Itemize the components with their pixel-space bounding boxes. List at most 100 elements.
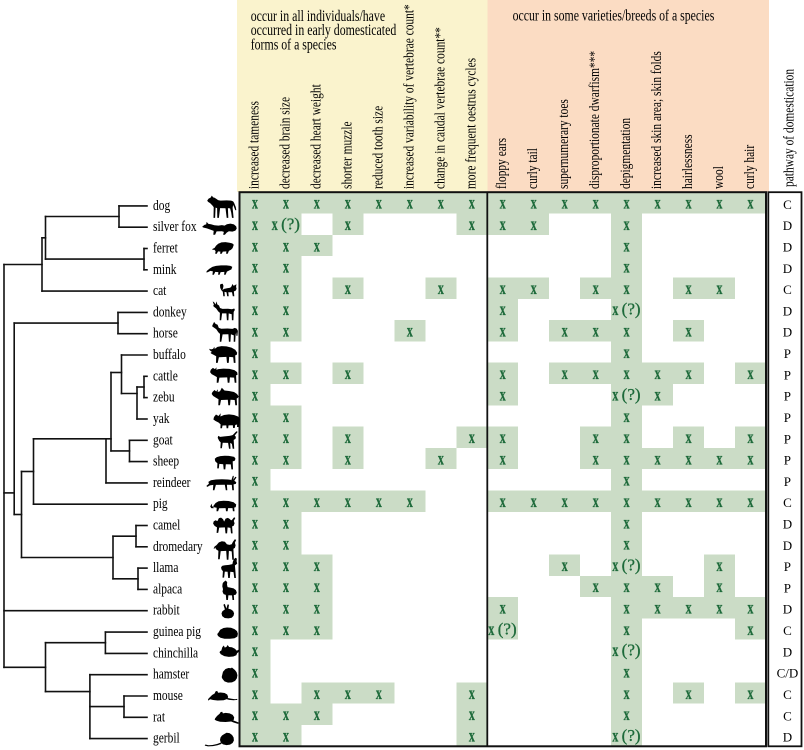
svg-text:x: x	[283, 236, 289, 256]
svg-text:hamster: hamster	[153, 665, 190, 682]
svg-text:D: D	[783, 261, 792, 276]
svg-text:D: D	[783, 218, 792, 233]
svg-text:x: x	[252, 257, 258, 277]
svg-text:x: x	[376, 193, 382, 213]
svg-text:D: D	[783, 517, 792, 532]
svg-text:curly tail: curly tail	[524, 148, 541, 189]
svg-text:x: x	[252, 321, 258, 341]
svg-text:x: x	[283, 534, 289, 554]
svg-text:x: x	[252, 236, 258, 256]
svg-text:x: x	[283, 620, 289, 640]
svg-text:C: C	[783, 282, 792, 297]
svg-text:D: D	[783, 303, 792, 318]
svg-text:x: x	[593, 492, 599, 512]
svg-text:x: x	[655, 577, 661, 597]
svg-text:goat: goat	[153, 431, 173, 448]
svg-text:cattle: cattle	[153, 367, 178, 384]
svg-text:x: x	[624, 492, 630, 512]
svg-text:x: x	[500, 428, 506, 448]
svg-text:wool: wool	[710, 166, 727, 189]
svg-text:x: x	[283, 726, 289, 746]
svg-text:gerbil: gerbil	[153, 729, 180, 746]
svg-text:x: x	[655, 364, 661, 384]
svg-text:x: x	[438, 193, 444, 213]
svg-text:x: x	[593, 449, 599, 469]
svg-text:x: x	[345, 449, 351, 469]
svg-text:x: x	[593, 577, 599, 597]
svg-text:x: x	[345, 364, 351, 384]
svg-text:P: P	[784, 559, 791, 574]
svg-text:x: x	[593, 193, 599, 213]
svg-text:x: x	[345, 193, 351, 213]
svg-text:occurred in early domesticated: occurred in early domesticated	[251, 22, 397, 39]
svg-text:x: x	[500, 279, 506, 299]
svg-text:x: x	[252, 364, 258, 384]
svg-text:x: x	[345, 279, 351, 299]
svg-text:x: x	[717, 598, 723, 618]
svg-text:reduced tooth size: reduced tooth size	[369, 106, 386, 189]
svg-text:P: P	[784, 474, 791, 489]
svg-text:x: x	[252, 193, 258, 213]
svg-text:x: x	[500, 215, 506, 235]
svg-text:llama: llama	[153, 559, 178, 576]
svg-text:occur in all individuals/have: occur in all individuals/have	[251, 8, 385, 25]
svg-text:mink: mink	[153, 260, 177, 277]
svg-text:x: x	[252, 470, 258, 490]
svg-text:x: x	[469, 683, 475, 703]
svg-text:x: x	[283, 577, 289, 597]
svg-text:x: x	[314, 492, 320, 512]
svg-text:hairlessness: hairlessness	[679, 134, 696, 189]
svg-text:x: x	[624, 705, 630, 725]
svg-text:x: x	[345, 215, 351, 235]
svg-text:x: x	[252, 726, 258, 746]
svg-text:forms of a species: forms of a species	[251, 36, 337, 53]
svg-text:x: x	[283, 556, 289, 576]
svg-text:ferret: ferret	[153, 239, 178, 256]
svg-text:x: x	[686, 449, 692, 469]
svg-text:P: P	[784, 389, 791, 404]
svg-text:x: x	[283, 449, 289, 469]
svg-text:rat: rat	[153, 708, 165, 725]
svg-text:cat: cat	[153, 282, 167, 299]
svg-text:reindeer: reindeer	[153, 473, 191, 490]
svg-text:x: x	[314, 556, 320, 576]
svg-text:x: x	[283, 492, 289, 512]
svg-text:x: x	[345, 492, 351, 512]
svg-text:x: x	[283, 598, 289, 618]
svg-text:x: x	[686, 598, 692, 618]
svg-text:D: D	[783, 602, 792, 617]
svg-text:C: C	[783, 495, 792, 510]
svg-text:buffalo: buffalo	[153, 346, 186, 363]
svg-text:x: x	[314, 577, 320, 597]
svg-text:x: x	[562, 193, 568, 213]
svg-text:x: x	[283, 705, 289, 725]
svg-text:x: x	[252, 342, 258, 362]
svg-text:x: x	[314, 620, 320, 640]
svg-text:x: x	[438, 279, 444, 299]
svg-text:pig: pig	[153, 495, 168, 512]
svg-text:x: x	[252, 598, 258, 618]
svg-text:x: x	[252, 534, 258, 554]
svg-text:x: x	[252, 705, 258, 725]
svg-text:x: x	[283, 428, 289, 448]
svg-text:alpaca: alpaca	[153, 580, 182, 597]
svg-text:change in caudal vertebrae cou: change in caudal vertebrae count**	[431, 27, 448, 189]
svg-text:x: x	[624, 683, 630, 703]
svg-text:x: x	[469, 428, 475, 448]
svg-text:x: x	[500, 492, 506, 512]
svg-text:x: x	[252, 641, 258, 661]
svg-text:guinea pig: guinea pig	[153, 623, 201, 640]
svg-text:x: x	[469, 193, 475, 213]
svg-text:P: P	[784, 410, 791, 425]
svg-text:x: x	[717, 193, 723, 213]
svg-text:x: x	[612, 385, 618, 405]
svg-text:P: P	[784, 367, 791, 382]
svg-text:x: x	[376, 683, 382, 703]
svg-text:x: x	[252, 662, 258, 682]
svg-text:x: x	[283, 321, 289, 341]
svg-text:x: x	[469, 705, 475, 725]
svg-text:x: x	[500, 449, 506, 469]
svg-text:x: x	[686, 279, 692, 299]
svg-text:x: x	[252, 279, 258, 299]
svg-text:increased variability of verte: increased variability of vertebrae count…	[400, 4, 417, 189]
